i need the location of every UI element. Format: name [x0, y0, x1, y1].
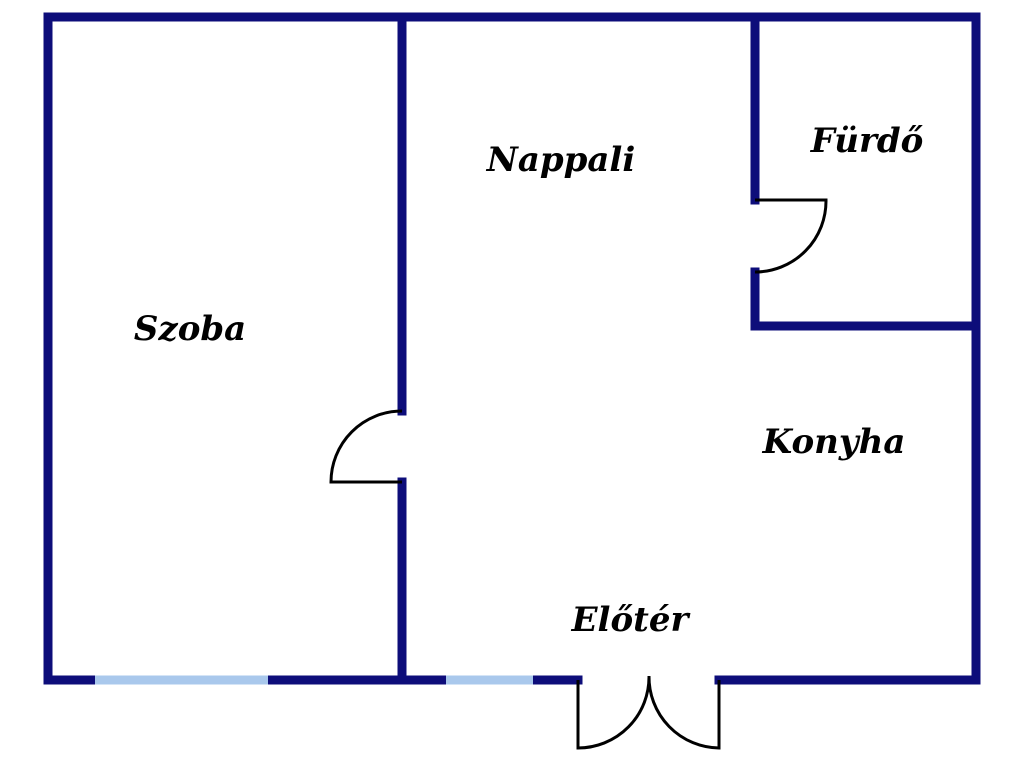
room-label-nappali: Nappali	[486, 140, 636, 180]
room-labels: Szoba Nappali Fürdő Konyha Előtér	[134, 121, 924, 640]
door-swing-szoba	[329, 409, 403, 484]
room-label-furdo: Fürdő	[810, 121, 924, 161]
room-label-eloter: Előtér	[571, 600, 691, 640]
door-swing-furdo	[754, 198, 828, 274]
room-label-szoba: Szoba	[134, 309, 246, 349]
entrance-door-right-leaf	[647, 675, 721, 750]
entrance-door-left-leaf	[576, 675, 651, 750]
room-label-konyha: Konyha	[762, 422, 906, 462]
walls	[43, 12, 981, 685]
doors	[329, 198, 828, 750]
